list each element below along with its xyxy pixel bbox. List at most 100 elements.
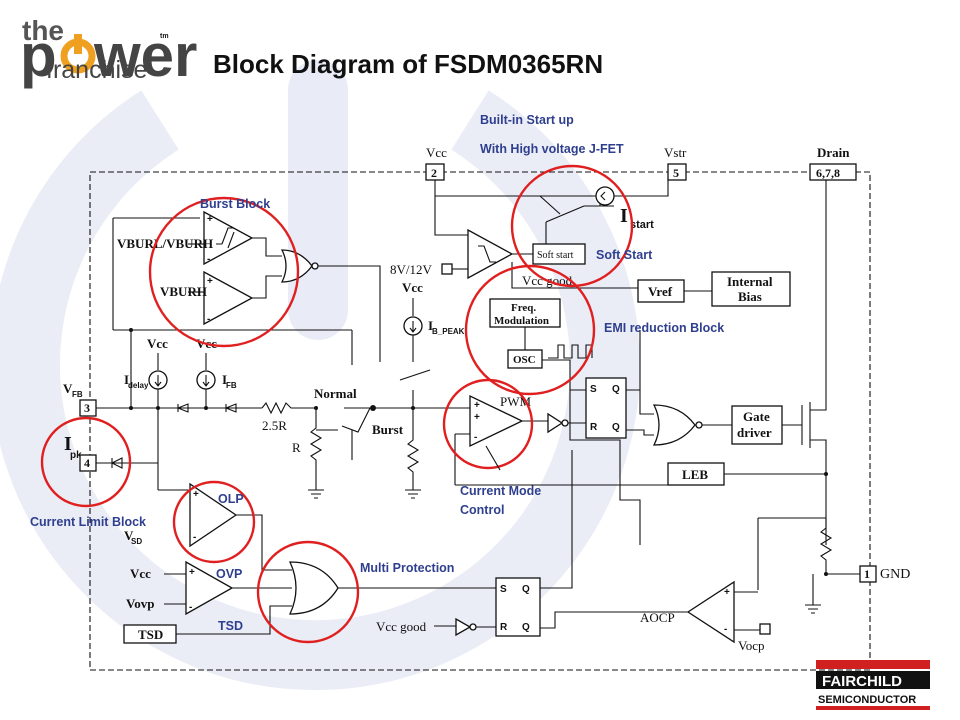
- pin-3: [79, 399, 97, 417]
- nor-gate: [652, 404, 696, 446]
- vburh-label: VBURH: [160, 284, 207, 299]
- internal-bias-text-2: Bias: [738, 289, 762, 304]
- callout-ovp: OVP: [216, 567, 242, 581]
- soft-start-ring: [510, 164, 634, 288]
- internal-bias-box: [711, 271, 791, 307]
- logo-franchise: franchise: [46, 56, 147, 84]
- svg-text:-: -: [207, 254, 210, 265]
- svg-text:Q: Q: [612, 422, 620, 433]
- fairchild-text: FAIRCHILD: [822, 673, 902, 690]
- ifb-label: I: [222, 372, 227, 387]
- vcc-ovp-label: Vcc: [130, 566, 151, 581]
- fairchild-logo: FAIRCHILD SEMICONDUCTOR: [816, 660, 930, 710]
- callout-builtin-1: Built-in Start up: [480, 113, 574, 127]
- vcc-good-2-label: Vcc good: [376, 619, 427, 634]
- oscillator-block: Freq. Modulation OSC: [489, 298, 593, 391]
- svg-text:-: -: [189, 602, 192, 613]
- ovp-comparator: [185, 560, 234, 616]
- svg-text:+: +: [193, 489, 199, 500]
- svg-text:+: +: [207, 276, 213, 287]
- vovp-label: Vovp: [126, 596, 154, 611]
- svg-text:R: R: [500, 622, 508, 633]
- freq-mod-text-1: Freq.: [511, 302, 536, 314]
- pin-4-number: 4: [84, 456, 90, 470]
- vsd-label: V: [124, 528, 134, 543]
- power-icon: [60, 34, 96, 74]
- chip-boundary: [89, 171, 871, 671]
- current-mode-pointer: [485, 445, 501, 471]
- olp-comparator: [189, 482, 238, 548]
- pwm-flipflop: [585, 377, 627, 439]
- istart-sub: start: [630, 219, 654, 231]
- svg-text:R: R: [590, 422, 598, 433]
- pin-drain-label: Drain: [817, 145, 850, 160]
- burst-comparator-1: [203, 210, 254, 266]
- callout-emi-reduction: EMI reduction Block: [604, 321, 724, 335]
- aocp-comparator: [686, 580, 735, 644]
- ib-peak-source: Vcc I B_PEAK: [399, 280, 465, 408]
- aocp-label: AOCP: [640, 610, 675, 625]
- pin-5-number: 5: [673, 166, 679, 180]
- startup-circuit: I start Soft start 8V/12V Vcc good Vref …: [390, 180, 791, 307]
- vfb-sub: FB: [72, 390, 83, 399]
- ifb-sub: FB: [226, 381, 237, 390]
- current-mode-ring: [442, 378, 534, 470]
- svg-text:Q: Q: [612, 384, 620, 395]
- feedback-divider: 2.5R R Normal Burst: [261, 386, 470, 499]
- pin-1-number: 1: [864, 567, 870, 581]
- ipk-sub: pk: [70, 450, 82, 461]
- emi-reduction-ring: [464, 264, 596, 396]
- osc-text: OSC: [513, 354, 536, 366]
- pin-6-7-8: [809, 163, 857, 181]
- svg-text:S: S: [590, 384, 597, 395]
- pin-1: [859, 565, 877, 583]
- internal-bias-text-1: Internal: [727, 274, 773, 289]
- vcc-a-label: Vcc: [147, 336, 168, 351]
- logo-tm: tm: [160, 33, 169, 40]
- svg-text:-: -: [474, 432, 477, 443]
- pwm-comparator: [469, 394, 524, 448]
- vfb-label: V: [63, 381, 73, 396]
- burst-comparator-2: [203, 270, 254, 326]
- callout-burst-block: Burst Block: [200, 197, 270, 211]
- idelay-label: I: [124, 372, 129, 387]
- vburl-vburh-label: VBURL/VBURH: [117, 236, 213, 251]
- logo-wer: wer: [93, 22, 197, 89]
- r25-label: 2.5R: [262, 418, 287, 433]
- pin-vstr-label: Vstr: [664, 145, 687, 160]
- svg-text:+: +: [724, 587, 730, 598]
- r-label: R: [292, 440, 301, 455]
- burst-label: Burst: [372, 422, 404, 437]
- pwm-block: + + - PWM S Q R Q Gate driver LEB: [454, 180, 828, 545]
- callout-olp: OLP: [218, 492, 244, 506]
- protection-flipflop: [495, 577, 541, 637]
- vocp-label: Vocp: [738, 638, 764, 653]
- svg-text:-: -: [207, 314, 210, 325]
- ibpeak-sub: B_PEAK: [432, 327, 465, 336]
- current-limit-ring: [40, 416, 132, 508]
- olp-ring: [172, 480, 256, 564]
- multi-protection-ring: [256, 540, 360, 644]
- ibpeak-label: I: [428, 318, 433, 333]
- olp-block: + - V SD: [124, 482, 292, 571]
- burst-block-ring: [148, 196, 300, 348]
- the-power-franchise-logo: the p wer tm franchise: [20, 15, 197, 89]
- uvlo-comparator: [467, 228, 514, 280]
- callout-soft-start: Soft Start: [596, 248, 653, 262]
- vcc-c-label: Vcc: [402, 280, 423, 295]
- idelay-sub: delay: [128, 381, 149, 390]
- ipk-label: I: [64, 433, 72, 455]
- pin-drain-number: 6,7,8: [816, 166, 840, 180]
- svg-text:-: -: [193, 532, 196, 543]
- gnd-label: GND: [880, 567, 910, 582]
- callout-current-mode-2: Control: [460, 503, 504, 517]
- pin-5: [667, 163, 687, 181]
- semiconductor-text: SEMICONDUCTOR: [818, 694, 916, 706]
- callout-current-mode-1: Current Mode: [460, 484, 541, 498]
- gate-driver-text-2: driver: [737, 425, 772, 440]
- logo-p: p: [20, 22, 57, 89]
- svg-text:+: +: [474, 412, 480, 423]
- callout-builtin-2: With High voltage J-FET: [480, 142, 624, 156]
